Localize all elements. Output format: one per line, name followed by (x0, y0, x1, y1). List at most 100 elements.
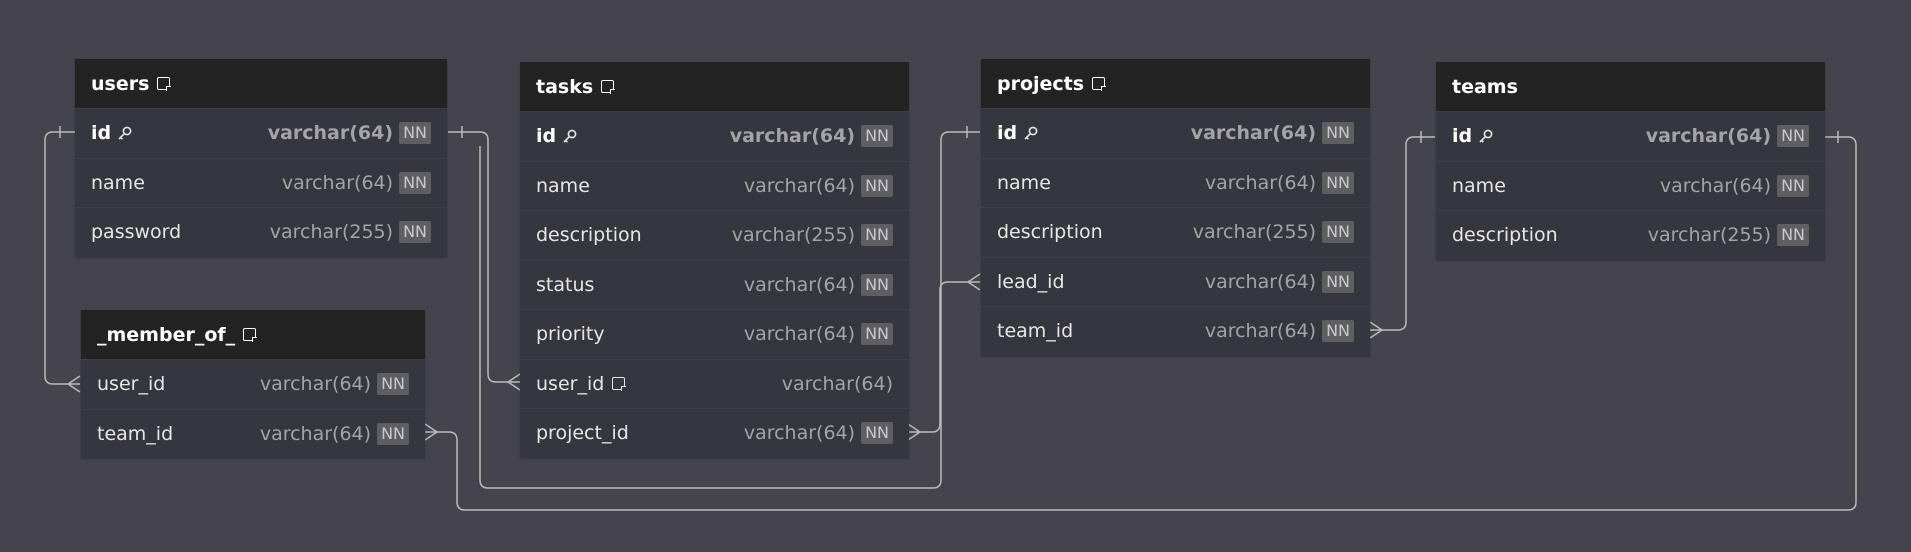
not-null-badge: NN (1322, 270, 1354, 293)
column-row[interactable]: user_id varchar(64) (520, 358, 909, 409)
not-null-badge: NN (1322, 122, 1354, 145)
column-row[interactable]: id varchar(64)NN (520, 111, 909, 161)
column-name: user_id (97, 373, 166, 396)
table-title: teams (1452, 75, 1518, 98)
column-row[interactable]: id varchar(64)NN (75, 108, 447, 158)
not-null-badge: NN (861, 174, 893, 197)
column-row[interactable]: status varchar(64)NN (520, 259, 909, 310)
relation-teams-member-of (425, 136, 1857, 511)
column-row[interactable]: lead_id varchar(64)NN (981, 256, 1370, 307)
column-row[interactable]: id varchar(64)NN (981, 108, 1370, 158)
not-null-badge: NN (861, 323, 893, 346)
column-type: varchar(255) (1192, 221, 1317, 244)
not-null-badge: NN (1777, 224, 1809, 247)
column-row[interactable]: id varchar(64)NN (1436, 111, 1825, 161)
table-member-of[interactable]: _member_of_ user_id varchar(64)NN team_i… (81, 310, 425, 458)
column-type: varchar(64) (1204, 270, 1317, 293)
column-name: name (91, 171, 145, 194)
column-row[interactable]: user_id varchar(64)NN (81, 359, 425, 409)
column-type: varchar(64) (259, 422, 372, 445)
table-teams[interactable]: teams id varchar(64)NN name varchar(64)N… (1436, 62, 1825, 260)
relation-teams-projects (1370, 136, 1435, 331)
column-type: varchar(64) (1204, 320, 1317, 343)
column-type: varchar(64) (729, 125, 856, 148)
column-type: varchar(64) (743, 174, 856, 197)
table-tasks[interactable]: tasks id varchar(64)NN name varchar(64)N… (520, 62, 909, 458)
column-row[interactable]: password varchar(255)NN (75, 207, 447, 257)
table-header[interactable]: projects (981, 59, 1370, 108)
not-null-badge: NN (377, 422, 409, 445)
column-name: priority (536, 323, 605, 346)
not-null-badge: NN (861, 125, 893, 148)
not-null-badge: NN (1322, 171, 1354, 194)
key-icon (1479, 129, 1493, 144)
column-name: lead_id (997, 270, 1065, 293)
column-name: name (1452, 174, 1506, 197)
column-type: varchar(255) (269, 221, 394, 244)
key-icon (1024, 126, 1038, 141)
column-row[interactable]: team_id varchar(64)NN (81, 408, 425, 459)
relation-tasks-project-id (908, 281, 980, 433)
column-type: varchar(64) (1645, 125, 1772, 148)
table-title: projects (997, 72, 1085, 95)
column-name: id (997, 122, 1018, 145)
table-header[interactable]: users (75, 59, 447, 108)
column-row[interactable]: team_id varchar(64)NN (981, 306, 1370, 356)
table-title: _member_of_ (97, 323, 236, 346)
column-row[interactable]: priority varchar(64)NN (520, 309, 909, 359)
column-row[interactable]: name varchar(64)NN (1436, 160, 1825, 211)
column-name: description (1452, 224, 1558, 247)
not-null-badge: NN (861, 422, 893, 445)
not-null-badge: NN (1322, 221, 1354, 244)
column-name: name (997, 171, 1051, 194)
column-type: varchar(64) (743, 422, 856, 445)
column-row[interactable]: description varchar(255)NN (520, 210, 909, 260)
table-title: users (91, 72, 150, 95)
column-name: name (536, 174, 590, 197)
column-name: id (1452, 125, 1473, 148)
note-icon[interactable] (601, 80, 615, 94)
note-icon[interactable] (243, 328, 257, 342)
table-header[interactable]: tasks (520, 62, 909, 111)
column-row[interactable]: description varchar(255)NN (1436, 210, 1825, 260)
not-null-badge: NN (861, 224, 893, 247)
column-row[interactable]: name varchar(64)NN (520, 160, 909, 211)
column-row[interactable]: name varchar(64)NN (75, 157, 447, 208)
not-null-badge: NN (1777, 125, 1809, 148)
column-type: varchar(64) (1659, 174, 1772, 197)
column-type: varchar(255) (1647, 224, 1772, 247)
table-title: tasks (536, 75, 594, 98)
column-row[interactable]: name varchar(64)NN (981, 157, 1370, 208)
table-header[interactable]: teams (1436, 62, 1825, 111)
column-name: id (536, 125, 557, 148)
column-name: team_id (997, 320, 1074, 343)
column-name: id (91, 122, 112, 145)
column-name: description (536, 224, 642, 247)
not-null-badge: NN (399, 122, 431, 145)
note-icon[interactable] (157, 77, 171, 91)
note-icon[interactable] (1092, 77, 1106, 91)
column-name: team_id (97, 422, 174, 445)
not-null-badge: NN (1322, 320, 1354, 343)
column-type: varchar(64) (259, 373, 372, 396)
relation-projects-tasks (479, 131, 980, 489)
not-null-badge: NN (399, 171, 431, 194)
column-row[interactable]: project_id varchar(64)NN (520, 408, 909, 458)
note-icon[interactable] (612, 377, 626, 391)
column-type: varchar(64) (281, 171, 394, 194)
table-projects[interactable]: projects id varchar(64)NN name varchar(6… (981, 59, 1370, 356)
column-type: varchar(64) (743, 323, 856, 346)
column-row[interactable]: description varchar(255)NN (981, 207, 1370, 257)
not-null-badge: NN (861, 273, 893, 296)
column-type: varchar(64) (1204, 171, 1317, 194)
table-users[interactable]: users id varchar(64)NN name varchar(64)N… (75, 59, 447, 257)
not-null-badge: NN (1777, 174, 1809, 197)
relation-users-member-of (44, 131, 80, 385)
column-type: varchar(64) (743, 273, 856, 296)
column-type: varchar(64) (267, 122, 394, 145)
key-icon (563, 129, 577, 144)
table-header[interactable]: _member_of_ (81, 310, 425, 359)
column-name: description (997, 221, 1103, 244)
column-name: password (91, 221, 182, 244)
